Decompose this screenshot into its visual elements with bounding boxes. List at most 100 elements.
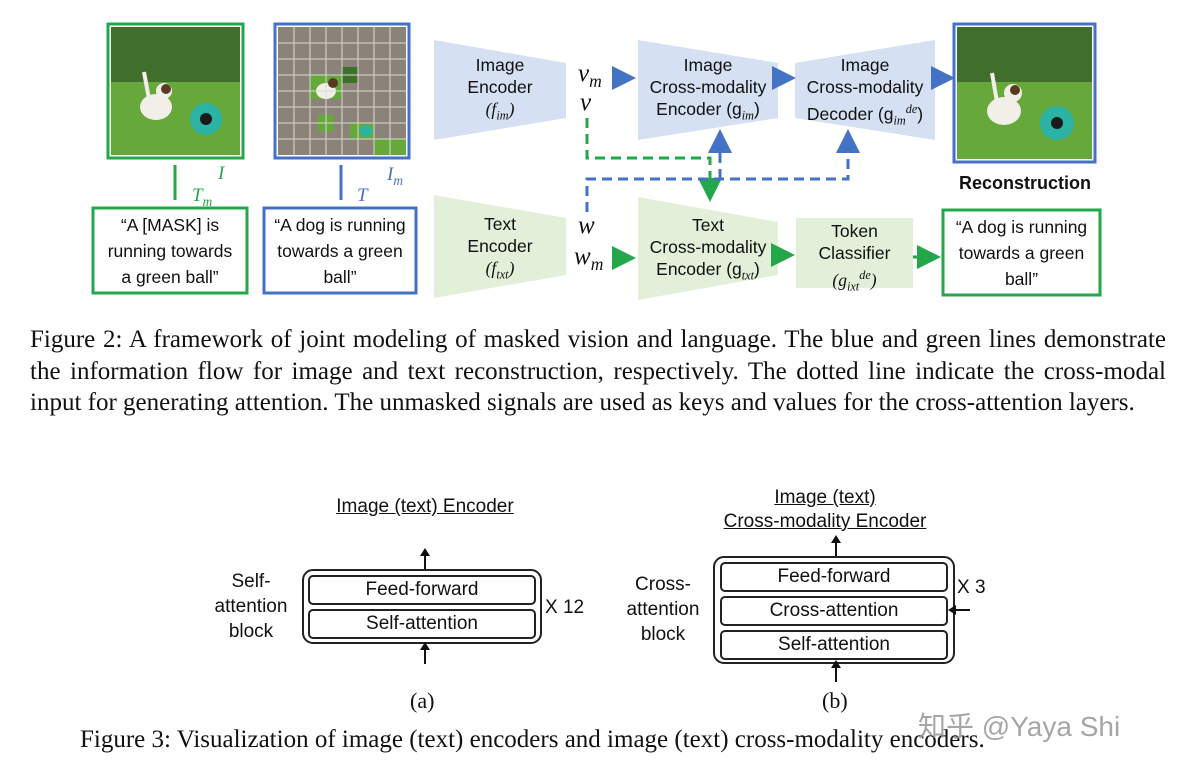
image-encoder-sym-sub: im [496,108,509,123]
text-cm-encoder-line3-text: Encoder (g [656,259,742,279]
image-encoder-shape [434,40,566,140]
token-classifier-line2: Classifier [818,243,891,263]
text-encoder-sym-close: ) [508,258,515,278]
fig3a-side-line1: Self- [231,571,271,592]
image-cm-decoder-close: ) [917,103,924,124]
figure2-caption: Figure 2: A framework of joint modeling … [30,326,1166,416]
token-classifier-sym: (gixtde) [796,264,913,297]
fig3b-title-line1: Image (text) [774,487,876,508]
reconstruction-label: Reconstruction [958,173,1091,193]
output-text-line3: ball” [1004,269,1039,289]
fig3b-side-line3: block [640,624,686,645]
image-cm-encoder-sub: im [741,108,755,123]
fig3b-side-line1: Cross- [635,574,691,595]
image-encoder: Image Encoder (fim) [434,54,566,127]
fig3b-repeat: X 3 [957,577,986,598]
label-Tm: Tm [192,185,212,210]
text-cm-encoder-shape [638,197,778,300]
label-Im: Im [387,164,403,189]
full-text-line2: towards a green [277,241,403,261]
fig3b-side-input-arrow-icon [948,605,970,615]
output-text-box: “A dog is running towards a green ball” [946,214,1097,292]
token-classifier-sym-sup: de [859,268,871,282]
label-Tm-main: T [192,185,203,206]
full-text-line1: “A dog is running [274,215,406,235]
output-text-line1: “A dog is running [955,217,1088,237]
fig3a-side-line3: block [228,621,274,642]
var-vm-sub: m [589,71,602,91]
image-cm-decoder-line3: Decoder (gimde) [795,98,935,131]
masked-text-box: “A [MASK] is running towards a green bal… [96,212,244,290]
var-wm-sub: m [590,254,604,274]
image-cm-encoder: Image Cross-modality Encoder (gim) [638,54,778,127]
fig3b-up-arrow-icon [831,535,841,557]
masked-text-line3: a green ball” [121,267,219,287]
image-cm-decoder-shape [795,40,935,140]
label-Im-main: I [387,164,394,185]
fig3a-side-line2: attention [214,596,288,617]
fig3a-block [302,569,542,644]
fig3a-input-arrow-icon [420,642,430,664]
figure2-diagram-svg [91,22,1102,300]
full-image-frame [273,22,411,160]
fig3b-label: (b) [822,688,848,713]
text-encoder-shape [434,195,566,298]
image-encoder-sym-open: (f [485,99,497,119]
watermark: 知乎 @Yaya Shi [918,711,1121,742]
label-Im-sub: m [393,172,403,188]
masked-text-line1: “A [MASK] is [120,215,220,235]
reconstruction-frame [952,22,1097,164]
image-cm-encoder-shape [638,40,778,140]
token-classifier-line1: Token [831,221,878,241]
var-w: w [578,212,595,239]
text-encoder-line2: Encoder [467,236,533,256]
token-classifier-sym-close: ) [870,269,877,290]
label-I: I [218,163,225,184]
text-encoder-sym-open: (f [485,258,497,278]
image-cm-encoder-line2: Cross-modality [649,77,767,97]
var-v: v [580,89,592,116]
figure3-caption: Figure 3: Visualization of image (text) … [80,726,985,753]
image-cm-decoder: Image Cross-modality Decoder (gimde) [795,54,935,131]
image-cm-encoder-line3: Encoder (gim) [638,98,778,127]
var-wm-main: w [574,243,591,270]
token-classifier: Token Classifier (gixtde) [796,220,913,297]
fig3a-title: Image (text) Encoder [336,496,514,517]
token-classifier-sym-open: (g [832,269,847,290]
fig3a-label: (a) [410,688,435,713]
fig3a-up-arrow-icon [420,548,430,570]
image-cm-decoder-line1: Image [840,55,890,75]
full-text-line3: ball” [323,267,357,287]
fig3a-repeat: X 12 [545,597,585,618]
fig3b-title: Image (text) Cross-modality Encoder [700,486,950,534]
image-cm-decoder-line2: Cross-modality [806,77,924,97]
fig3b-side-label: Cross- attention block [622,572,704,647]
var-vm: vm [578,60,602,92]
text-cm-encoder-line3: Encoder (gtxt) [638,258,778,287]
image-cm-decoder-line3-text: Decoder (g [806,103,894,124]
output-text-frame [941,208,1102,297]
masked-text-line2: running towards [107,241,233,261]
text-encoder: Text Encoder (ftxt) [434,213,566,286]
text-encoder-sym-sub: txt [496,267,509,282]
fig3b-input-arrow-icon [831,660,841,682]
image-cm-encoder-line3-text: Encoder (g [656,99,742,119]
output-text-line2: towards a green [958,243,1085,263]
text-cm-encoder: Text Cross-modality Encoder (gtxt) [638,214,778,287]
image-encoder-sym: (fim) [434,98,566,127]
fig3a-self-attention: Self-attention [308,609,536,639]
image-encoder-line1: Image [475,55,525,75]
image-cm-decoder-sub: im [893,113,906,128]
reconstructed-image [957,27,1092,159]
label-Tm-sub: m [202,193,213,209]
text-cm-encoder-close: ) [754,259,760,279]
full-text-frame [262,206,418,295]
fig3a-side-label: Self- attention block [214,569,288,644]
fig3a-feed-forward: Feed-forward [308,575,536,605]
masked-image [278,27,406,155]
token-classifier-sym-sub: ixt [846,279,860,294]
fig3b-title-line2: Cross-modality Encoder [723,511,927,532]
masked-text-image [111,27,240,155]
image-cm-encoder-close: ) [754,99,760,119]
image-cm-encoder-line1: Image [683,55,733,75]
